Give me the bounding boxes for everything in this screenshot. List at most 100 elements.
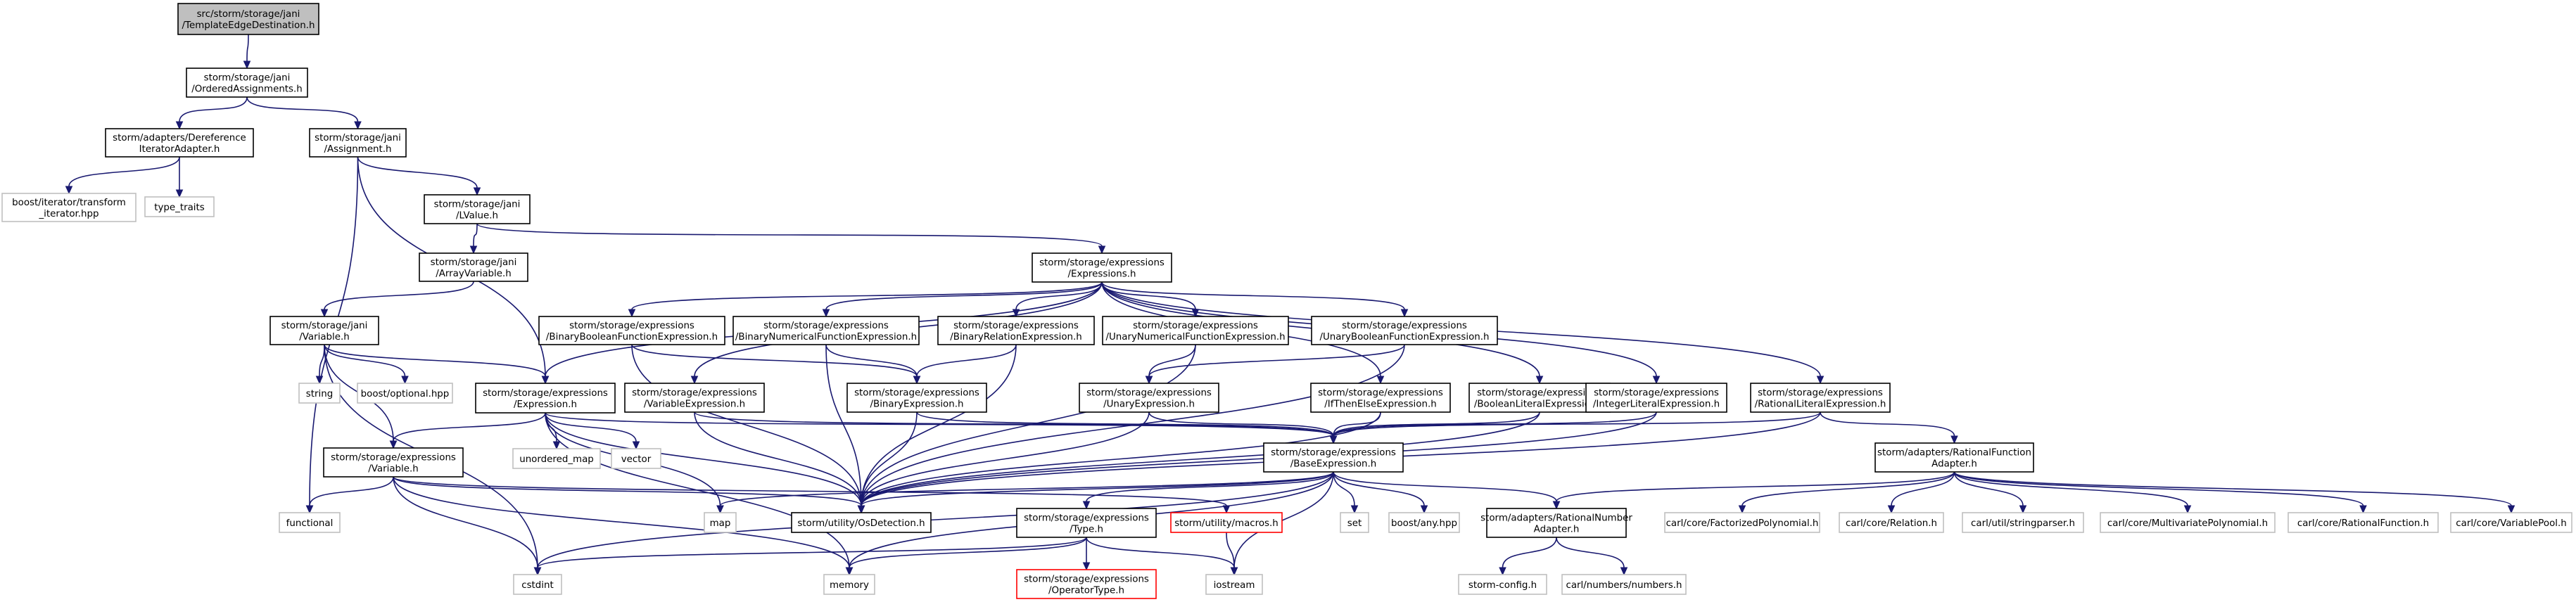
edge-line [1333, 471, 1355, 506]
node-typetraits[interactable]: type_traits [144, 196, 215, 217]
node-label-line: /LValue.h [456, 211, 498, 222]
edge-arrowhead [632, 441, 640, 450]
node-binrel[interactable]: storm/storage/expressions/BinaryRelation… [937, 316, 1095, 345]
node-optype[interactable]: storm/storage/expressions/OperatorType.h [1016, 569, 1157, 599]
edge-arrowhead [1098, 245, 1106, 255]
dependency-edge-ratfunc-varpool [1953, 471, 2515, 514]
node-label-line: vector [621, 454, 652, 465]
node-boostiter[interactable]: boost/iterator/transform_iterator.hpp [1, 193, 137, 222]
node-baseexpr[interactable]: storm/storage/expressions/BaseExpression… [1263, 442, 1404, 473]
node-deref[interactable]: storm/adapters/DereferenceIteratorAdapte… [105, 128, 254, 158]
node-binbool[interactable]: storm/storage/expressions/BinaryBooleanF… [538, 316, 725, 345]
edge-arrowhead [1620, 567, 1628, 576]
node-stormconfig[interactable]: storm-config.h [1458, 574, 1547, 595]
node-exprvar[interactable]: storm/storage/expressions/Variable.h [323, 447, 464, 478]
node-osdet[interactable]: storm/utility/OsDetection.h [791, 512, 932, 533]
node-box [323, 447, 464, 478]
node-janivar[interactable]: storm/storage/jani/Variable.h [269, 316, 379, 345]
edge-line [1233, 471, 1334, 568]
node-assign[interactable]: storm/storage/jani/Assignment.h [309, 128, 407, 158]
edge-line [694, 411, 1334, 437]
dependency-edge-ratfunc-relation [1887, 471, 1955, 514]
node-multipoly[interactable]: carl/core/MultivariatePolynomial.h [2100, 512, 2276, 533]
dependency-edge-ratfunc-multipoly [1953, 471, 2192, 514]
dependency-edge-exprvar-osdet [393, 476, 865, 514]
node-label-line: Adapter.h [1534, 525, 1580, 535]
node-carlnum[interactable]: carl/numbers/numbers.h [1561, 574, 1687, 595]
node-strparser[interactable]: carl/util/stringparser.h [1962, 512, 2084, 533]
edge-arrowhead [1535, 376, 1544, 385]
node-lvalue[interactable]: storm/storage/jani/LValue.h [424, 194, 531, 224]
node-label-line: /Expressions.h [1068, 269, 1136, 280]
edge-arrowhead [690, 376, 699, 385]
node-box [1310, 383, 1451, 413]
node-ite[interactable]: storm/storage/expressions/IfThenElseExpr… [1310, 383, 1451, 413]
node-cstdint[interactable]: cstdint [513, 574, 562, 595]
node-varexpr[interactable]: storm/storage/expressions/VariableExpres… [624, 383, 765, 413]
node-vector[interactable]: vector [611, 448, 661, 469]
dependency-edge-ratfunc-factpoly [1738, 471, 1955, 514]
node-intlit[interactable]: storm/storage/expressions/IntegerLiteral… [1585, 383, 1727, 413]
edge-line [545, 412, 637, 442]
node-binnum[interactable]: storm/storage/expressions/BinaryNumerica… [732, 316, 920, 345]
node-macros[interactable]: storm/utility/macros.h [1170, 512, 1283, 533]
node-label-line: /Assignment.h [324, 144, 391, 155]
node-varpool[interactable]: carl/core/VariablePool.h [2450, 512, 2572, 533]
node-box [419, 252, 528, 282]
node-ratfunch[interactable]: carl/core/RationalFunction.h [2288, 512, 2439, 533]
node-label-line: /Variable.h [368, 464, 418, 475]
node-type[interactable]: storm/storage/expressions/Type.h [1016, 508, 1157, 538]
node-exprs[interactable]: storm/storage/expressions/Expressions.h [1032, 252, 1172, 283]
node-layer: src/storm/storage/jani/TemplateEdgeDesti… [1, 3, 2572, 599]
node-binexpr[interactable]: storm/storage/expressions/BinaryExpressi… [846, 383, 987, 413]
node-label-line: storm/storage/jani [434, 200, 521, 210]
node-box [475, 383, 616, 414]
node-box [823, 574, 875, 595]
node-expr[interactable]: storm/storage/expressions/Expression.h [475, 383, 616, 414]
edge-line [861, 411, 1150, 506]
node-box [1102, 316, 1289, 345]
node-ordered[interactable]: storm/storage/jani/OrderedAssignments.h [186, 68, 308, 98]
node-unbool[interactable]: storm/storage/expressions/UnaryBooleanFu… [1311, 316, 1498, 345]
edge-arrowhead [533, 567, 542, 576]
dependency-edge-binrel-binexpr [913, 344, 1017, 385]
node-set[interactable]: set [1340, 512, 1369, 533]
node-unnum[interactable]: storm/storage/expressions/UnaryNumerical… [1102, 316, 1289, 345]
node-label-line: IteratorAdapter.h [139, 144, 220, 155]
node-box [846, 383, 987, 413]
dependency-edge-ratlit-baseexpr [1329, 411, 1821, 444]
edge-arrowhead [175, 121, 184, 130]
node-label-line: /VariableExpression.h [644, 399, 745, 410]
edge-arrowhead [315, 376, 324, 385]
dependency-edge-exprs-binnum [822, 281, 1103, 318]
dependency-edge-macros-iostream [1226, 532, 1238, 576]
dependency-edge-ratnum-carlnum [1556, 537, 1628, 576]
edge-arrowhead [243, 60, 251, 70]
dependency-edge-binbool-osdet [631, 344, 865, 514]
node-arrayvar[interactable]: storm/storage/jani/ArrayVariable.h [419, 252, 528, 282]
node-memory[interactable]: memory [823, 574, 875, 595]
node-root[interactable]: src/storm/storage/jani/TemplateEdgeDesti… [177, 3, 319, 35]
node-functional[interactable]: functional [279, 512, 341, 533]
node-label-line: _iterator.hpp [38, 209, 99, 219]
node-ratlit[interactable]: storm/storage/expressions/RationalLitera… [1750, 383, 1891, 413]
node-label-line: /BinaryExpression.h [870, 399, 964, 410]
node-factpoly[interactable]: carl/core/FactorizedPolynomial.h [1664, 512, 1820, 533]
edge-line [1015, 281, 1103, 310]
node-iostream[interactable]: iostream [1205, 574, 1263, 595]
node-unordered[interactable]: unordered_map [512, 448, 601, 469]
node-anyhpp[interactable]: boost/any.hpp [1388, 512, 1460, 533]
node-label-line: functional [286, 518, 334, 529]
edge-arrowhead [1012, 309, 1020, 318]
node-map[interactable]: map [704, 512, 737, 533]
edge-arrowhead [469, 245, 478, 255]
node-unexpr[interactable]: storm/storage/expressions/UnaryExpressio… [1079, 383, 1219, 413]
node-relation[interactable]: carl/core/Relation.h [1839, 512, 1944, 533]
node-label-line: /UnaryExpression.h [1103, 399, 1195, 410]
node-box [1016, 569, 1157, 599]
node-optional[interactable]: boost/optional.hpp [357, 383, 453, 404]
node-string[interactable]: string [298, 383, 341, 404]
node-label-line: storm/storage/expressions [632, 388, 757, 399]
